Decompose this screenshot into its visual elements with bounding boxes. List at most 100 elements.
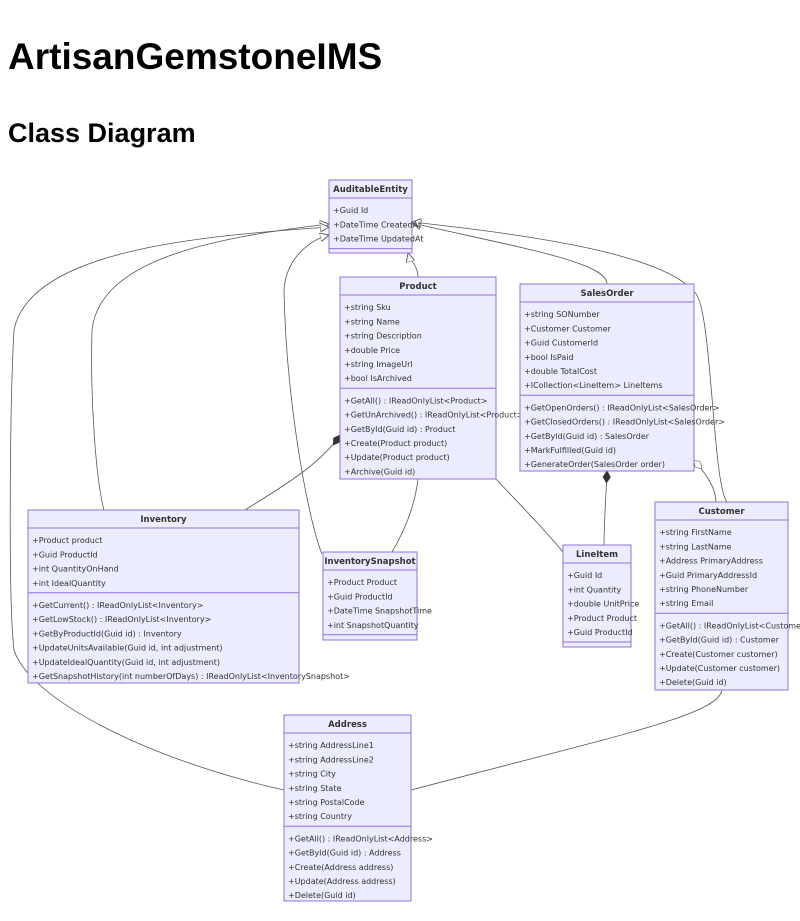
class-attribute: +string Country <box>288 812 352 821</box>
class-method: +Update(Customer customer) <box>659 664 780 673</box>
class-attribute: +double TotalCost <box>524 367 597 376</box>
class-method: +Create(Customer customer) <box>659 650 778 659</box>
product-lineitem-link <box>495 478 564 553</box>
class-name: Inventory <box>140 515 187 525</box>
page-subtitle: Class Diagram <box>8 118 196 148</box>
class-attribute: +string ImageUrl <box>344 360 413 369</box>
class-attribute: +string FirstName <box>659 528 732 537</box>
class-method: +GetById(Guid id) : Product <box>344 425 455 434</box>
product-inherits-auditable <box>408 253 419 278</box>
class-method: +Update(Address address) <box>288 877 396 886</box>
product-inventory-composition <box>244 435 341 511</box>
address-inherits-auditable <box>9 227 329 791</box>
class-method: +GetSnapshotHistory(int numberOfDays) : … <box>32 672 350 681</box>
class-attribute: +string Email <box>659 599 713 608</box>
class-attribute: +int SnapshotQuantity <box>327 621 419 630</box>
class-attribute: +string Description <box>344 332 422 341</box>
class-method: +GetCurrent() : IReadOnlyList<Inventory> <box>32 601 203 610</box>
class-name: LineItem <box>576 550 618 560</box>
class-method: +Archive(Guid id) <box>344 467 415 476</box>
class-product: Product +string Sku +string Name +string De… <box>339 276 523 480</box>
class-attribute: +string PhoneNumber <box>659 585 749 594</box>
class-method: +GetById(Guid id) : Address <box>288 849 401 858</box>
class-box <box>328 179 413 254</box>
page-title: ArtisanGemstoneIMS <box>8 36 383 77</box>
class-box <box>519 283 695 472</box>
class-method: +GenerateOrder(SalesOrder order) <box>524 460 665 469</box>
class-box <box>27 509 300 684</box>
salesorder-inherits-auditable <box>412 223 608 285</box>
class-attribute: +Guid Id <box>567 571 602 580</box>
class-attribute: +string AddressLine2 <box>288 755 374 764</box>
class-attribute: +Guid ProductId <box>32 550 98 559</box>
class-attribute: +string City <box>288 770 336 779</box>
snapshot-inherits-auditable <box>283 235 329 555</box>
class-method: +Create(Product product) <box>344 439 447 448</box>
class-method: +Create(Address address) <box>288 863 393 872</box>
class-name: Address <box>328 720 367 730</box>
class-box <box>339 276 497 480</box>
class-attribute: +Guid PrimaryAddressId <box>659 571 757 580</box>
class-attribute: +int QuantityOnHand <box>32 565 119 574</box>
product-snapshot-link <box>391 478 419 553</box>
class-address: Address +string AddressLine1 +string Addre… <box>283 714 433 902</box>
class-method: +UpdateIdealQuantity(Guid id, int adjust… <box>32 658 220 667</box>
class-name: Customer <box>698 507 745 517</box>
class-attribute: +Product Product <box>327 578 397 587</box>
class-method: +GetById(Guid id) : Customer <box>659 636 780 645</box>
inventory-inherits-auditable <box>91 224 329 511</box>
class-attribute: +string AddressLine1 <box>288 741 374 750</box>
class-method: +GetAll() : IReadOnlyList<Customer> <box>659 621 800 630</box>
class-attribute: +double UnitPrice <box>567 600 639 609</box>
class-method: +Delete(Guid id) <box>659 678 727 687</box>
class-attribute: +string SONumber <box>524 310 600 319</box>
class-attribute: +Customer Customer <box>524 324 612 333</box>
class-attribute: +Guid ProductId <box>327 592 393 601</box>
class-attribute: +Guid ProductId <box>567 628 633 637</box>
class-name: InventorySnapshot <box>324 557 415 567</box>
customer-address-link <box>410 689 723 791</box>
class-box <box>562 544 632 648</box>
class-name: Product <box>399 282 437 292</box>
class-attribute: +Product product <box>32 536 102 545</box>
class-attribute: +string Name <box>344 317 400 326</box>
class-attribute: +Guid Id <box>333 206 368 215</box>
class-attribute: +ICollection<LineItem> LineItems <box>524 381 663 390</box>
class-method: +GetById(Guid id) : SalesOrder <box>524 432 650 441</box>
class-inventory-snapshot: InventorySnapshot +Product Product +Guid P… <box>322 551 432 641</box>
class-attribute: +Guid CustomerId <box>524 339 598 348</box>
class-method: +GetOpenOrders() : IReadOnlyList<SalesOr… <box>524 403 719 412</box>
class-box <box>283 714 412 902</box>
class-attribute: +Address PrimaryAddress <box>659 557 763 566</box>
class-method: +UpdateUnitsAvailable(Guid id, int adjus… <box>32 644 223 653</box>
class-sales-order: SalesOrder+string SONumber+Customer Cust… <box>519 283 725 472</box>
class-method: +GetUnArchived() : IReadOnlyList<Product… <box>344 411 523 420</box>
class-method: +Update(Product product) <box>344 453 450 462</box>
class-attribute: +int Quantity <box>567 585 622 594</box>
class-attribute: +string Sku <box>344 303 391 312</box>
class-method: +GetAll() : IReadOnlyList<Address> <box>288 834 433 843</box>
class-attribute: +DateTime CreatedAt <box>333 220 421 229</box>
class-attribute: +DateTime UpdatedAt <box>333 235 423 244</box>
class-customer: Customer +string FirstName +string LastNam… <box>654 501 800 691</box>
class-method: +GetAll() : IReadOnlyList<Product> <box>344 396 487 405</box>
class-attribute: +string PostalCode <box>288 798 365 807</box>
class-name: AuditableEntity <box>333 185 408 195</box>
class-attribute: +int IdealQuantity <box>32 579 106 588</box>
class-method: +GetClosedOrders() : IReadOnlyList<Sales… <box>524 418 725 427</box>
class-attribute: +DateTime SnapshotTime <box>327 607 432 616</box>
class-method: +MarkFulfilled(Guid id) <box>524 446 616 455</box>
class-box <box>654 501 789 691</box>
class-inventory: Inventory +Product product +Guid ProductId… <box>27 509 350 684</box>
class-method: +Delete(Guid id) <box>288 891 356 900</box>
salesorder-lineitem-composition <box>604 471 607 546</box>
class-method: +GetLowStock() : IReadOnlyList<Inventory… <box>32 615 211 624</box>
class-attribute: +string State <box>288 784 341 793</box>
class-attribute: +double Price <box>344 346 400 355</box>
class-attribute: +bool IsPaid <box>524 353 574 362</box>
salesorder-customer-aggregation <box>694 460 717 503</box>
class-attribute: +Product Product <box>567 614 637 623</box>
class-attribute: +string LastName <box>659 542 732 551</box>
class-auditable-entity: AuditableEntity +Guid Id +DateTime Created… <box>328 179 423 254</box>
